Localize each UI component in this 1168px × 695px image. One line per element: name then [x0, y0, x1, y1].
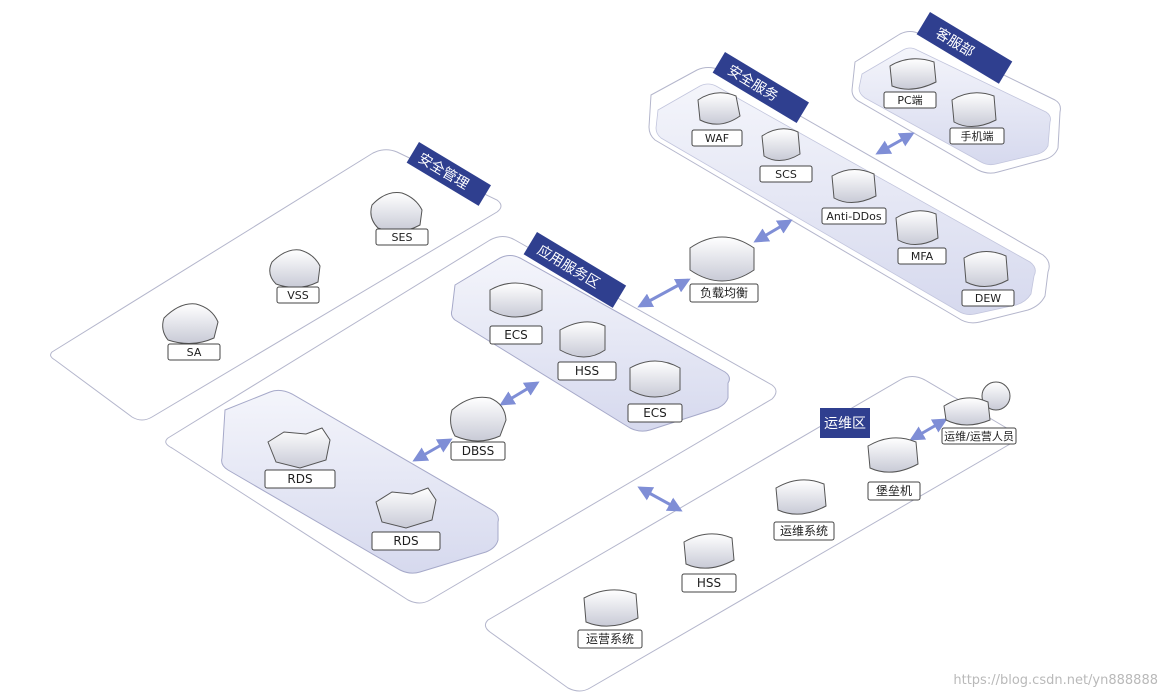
node-ops-system: 运维系统 [773, 479, 835, 541]
firewall-icon [697, 92, 741, 125]
node-mobile: 手机端 [949, 92, 1005, 145]
pc-icon [889, 58, 937, 90]
shield-icon [269, 249, 321, 288]
svg-text:运维/运营人员: 运维/运营人员 [944, 429, 1014, 443]
watermark-text: https://blog.csdn.net/yn888888 [953, 673, 1158, 688]
ops-system-icon [775, 479, 827, 515]
node-dbss: DBSS [450, 396, 507, 461]
svg-text:MFA: MFA [911, 250, 934, 263]
load-balancer-icon [689, 236, 755, 282]
node-hss-ops: HSS [681, 533, 737, 593]
node-mfa: MFA [895, 210, 947, 265]
certificate-icon [761, 128, 801, 161]
node-ecs-bottom: ECS [627, 360, 683, 423]
arrow-lb-to-app [637, 278, 691, 308]
svg-text:SCS: SCS [775, 168, 797, 181]
node-operation-system: 运营系统 [577, 589, 643, 649]
svg-text:RDS: RDS [393, 534, 418, 548]
svg-text:手机端: 手机端 [961, 129, 994, 143]
node-ses: SES [370, 192, 429, 246]
node-pc: PC端 [883, 58, 937, 109]
shield-icon [450, 396, 507, 442]
arrow-staff-to-bastion [909, 418, 948, 441]
svg-text:SA: SA [187, 346, 202, 359]
node-rds-top: RDS [264, 427, 336, 489]
svg-text:运营系统: 运营系统 [586, 632, 634, 646]
svg-text:负载均衡: 负载均衡 [700, 286, 748, 300]
svg-text:ECS: ECS [643, 406, 667, 420]
shield-icon [162, 303, 219, 344]
shield-icon [370, 192, 423, 232]
node-dew: DEW [961, 251, 1015, 307]
arrow-db-to-dbss [412, 438, 453, 462]
connection-arrows [412, 132, 948, 512]
svg-text:运维系统: 运维系统 [780, 524, 828, 538]
node-bastion: 堡垒机 [867, 437, 921, 501]
svg-text:WAF: WAF [705, 132, 729, 145]
svg-text:运维区: 运维区 [824, 416, 866, 432]
svg-text:PC端: PC端 [897, 94, 922, 107]
mobile-phone-icon [951, 92, 997, 127]
arrow-customer-to-security [875, 132, 915, 155]
user-icon [981, 381, 1011, 411]
node-waf: WAF [691, 92, 743, 147]
node-anti-ddos: Anti-DDos [821, 169, 887, 225]
svg-text:ECS: ECS [504, 328, 528, 342]
node-rds-bottom: RDS [371, 487, 441, 551]
arrow-dbss-to-app [499, 381, 540, 406]
mfa-icon [895, 210, 939, 245]
svg-text:RDS: RDS [287, 472, 312, 486]
node-scs: SCS [759, 128, 813, 183]
svg-text:DBSS: DBSS [462, 444, 495, 458]
node-ecs-top: ECS [489, 282, 543, 345]
svg-text:DEW: DEW [975, 292, 1001, 305]
host-security-icon [559, 321, 606, 358]
node-hss-app: HSS [557, 321, 617, 381]
svg-text:HSS: HSS [575, 364, 599, 378]
server-icon [629, 360, 681, 398]
svg-text:VSS: VSS [287, 289, 309, 302]
bastion-host-icon [867, 437, 919, 473]
node-vss: VSS [269, 249, 321, 304]
svg-text:Anti-DDos: Anti-DDos [826, 210, 882, 223]
server-icon [489, 282, 543, 318]
arrow-app-to-ops [637, 486, 683, 512]
svg-text:HSS: HSS [697, 576, 721, 590]
share-network-icon [583, 589, 639, 627]
database-cluster-icon [267, 427, 331, 469]
node-sa: SA [162, 303, 221, 361]
database-cluster-icon [375, 487, 437, 529]
anti-ddos-icon [831, 169, 877, 203]
lock-icon [963, 251, 1009, 287]
svg-text:SES: SES [392, 231, 413, 244]
node-load-balancer: 负载均衡 [689, 236, 759, 303]
host-security-icon [683, 533, 735, 569]
svg-text:堡垒机: 堡垒机 [876, 483, 912, 498]
arrow-lb-to-security [753, 219, 793, 243]
node-ops-staff: 运维/运营人员 [941, 381, 1017, 445]
tag-operations: 运维区 [820, 408, 870, 438]
